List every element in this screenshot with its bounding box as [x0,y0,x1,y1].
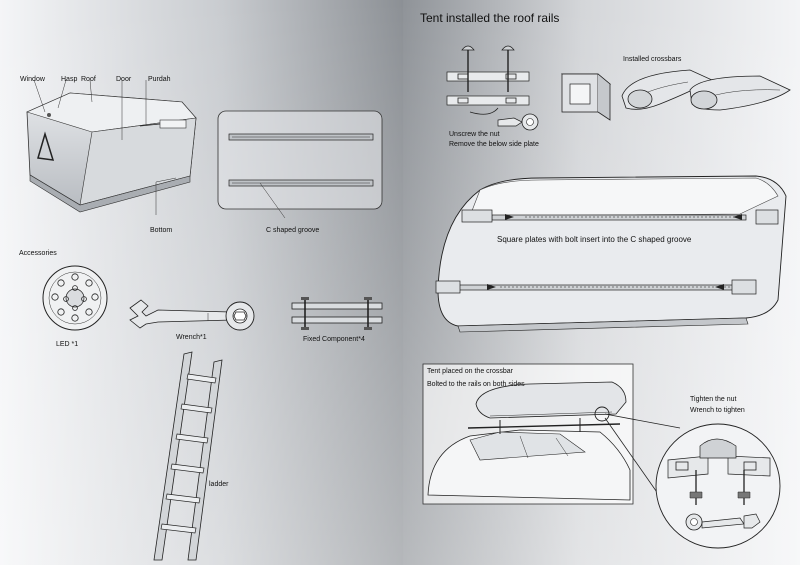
unscrew-nut-label: Unscrew the nut [449,131,500,138]
groove-detail-box [217,110,383,219]
ladder-tool [153,351,223,561]
groove-label: C shaped groove [266,227,320,234]
accessories-heading: Accessories [19,250,57,257]
car-mount-box [422,363,634,505]
crossbar-profiles [560,69,791,121]
window-label: Window [20,76,45,83]
hasp-label: Hasp [61,76,78,83]
tent-shell-rails [435,175,787,333]
led-label: LED *1 [56,341,79,348]
remove-plate-label: Remove the below side plate [449,141,539,148]
unscrew-detail [446,45,539,131]
led-light [42,265,108,331]
wrench-tighten-label: Wrench to tighten [690,407,745,414]
ladder-label: ladder [209,481,229,488]
fixed-component-label: Fixed Component*4 [303,336,365,343]
fixed-component [291,297,383,330]
wrench-label: Wrench*1 [176,334,207,341]
tent-illustration [26,92,197,213]
wrench-tool [129,299,255,331]
square-plates-label: Square plates with bolt insert into the … [497,235,692,244]
tent-placed-label: Tent placed on the crossbar [427,368,513,375]
installed-crossbars-label: Installed crossbars [623,56,682,63]
roof-label: Roof [81,76,96,83]
door-label: Door [116,76,132,83]
bottom-label: Bottom [150,227,173,234]
bolted-rails-label: Bolted to the rails on both sides [427,381,525,388]
tighten-nut-label: Tighten the nut [690,396,737,403]
tighten-detail [604,413,781,549]
page-title: Tent installed the roof rails [420,11,560,25]
tent-callout-lines [33,79,177,215]
purdah-label: Purdah [148,76,171,83]
